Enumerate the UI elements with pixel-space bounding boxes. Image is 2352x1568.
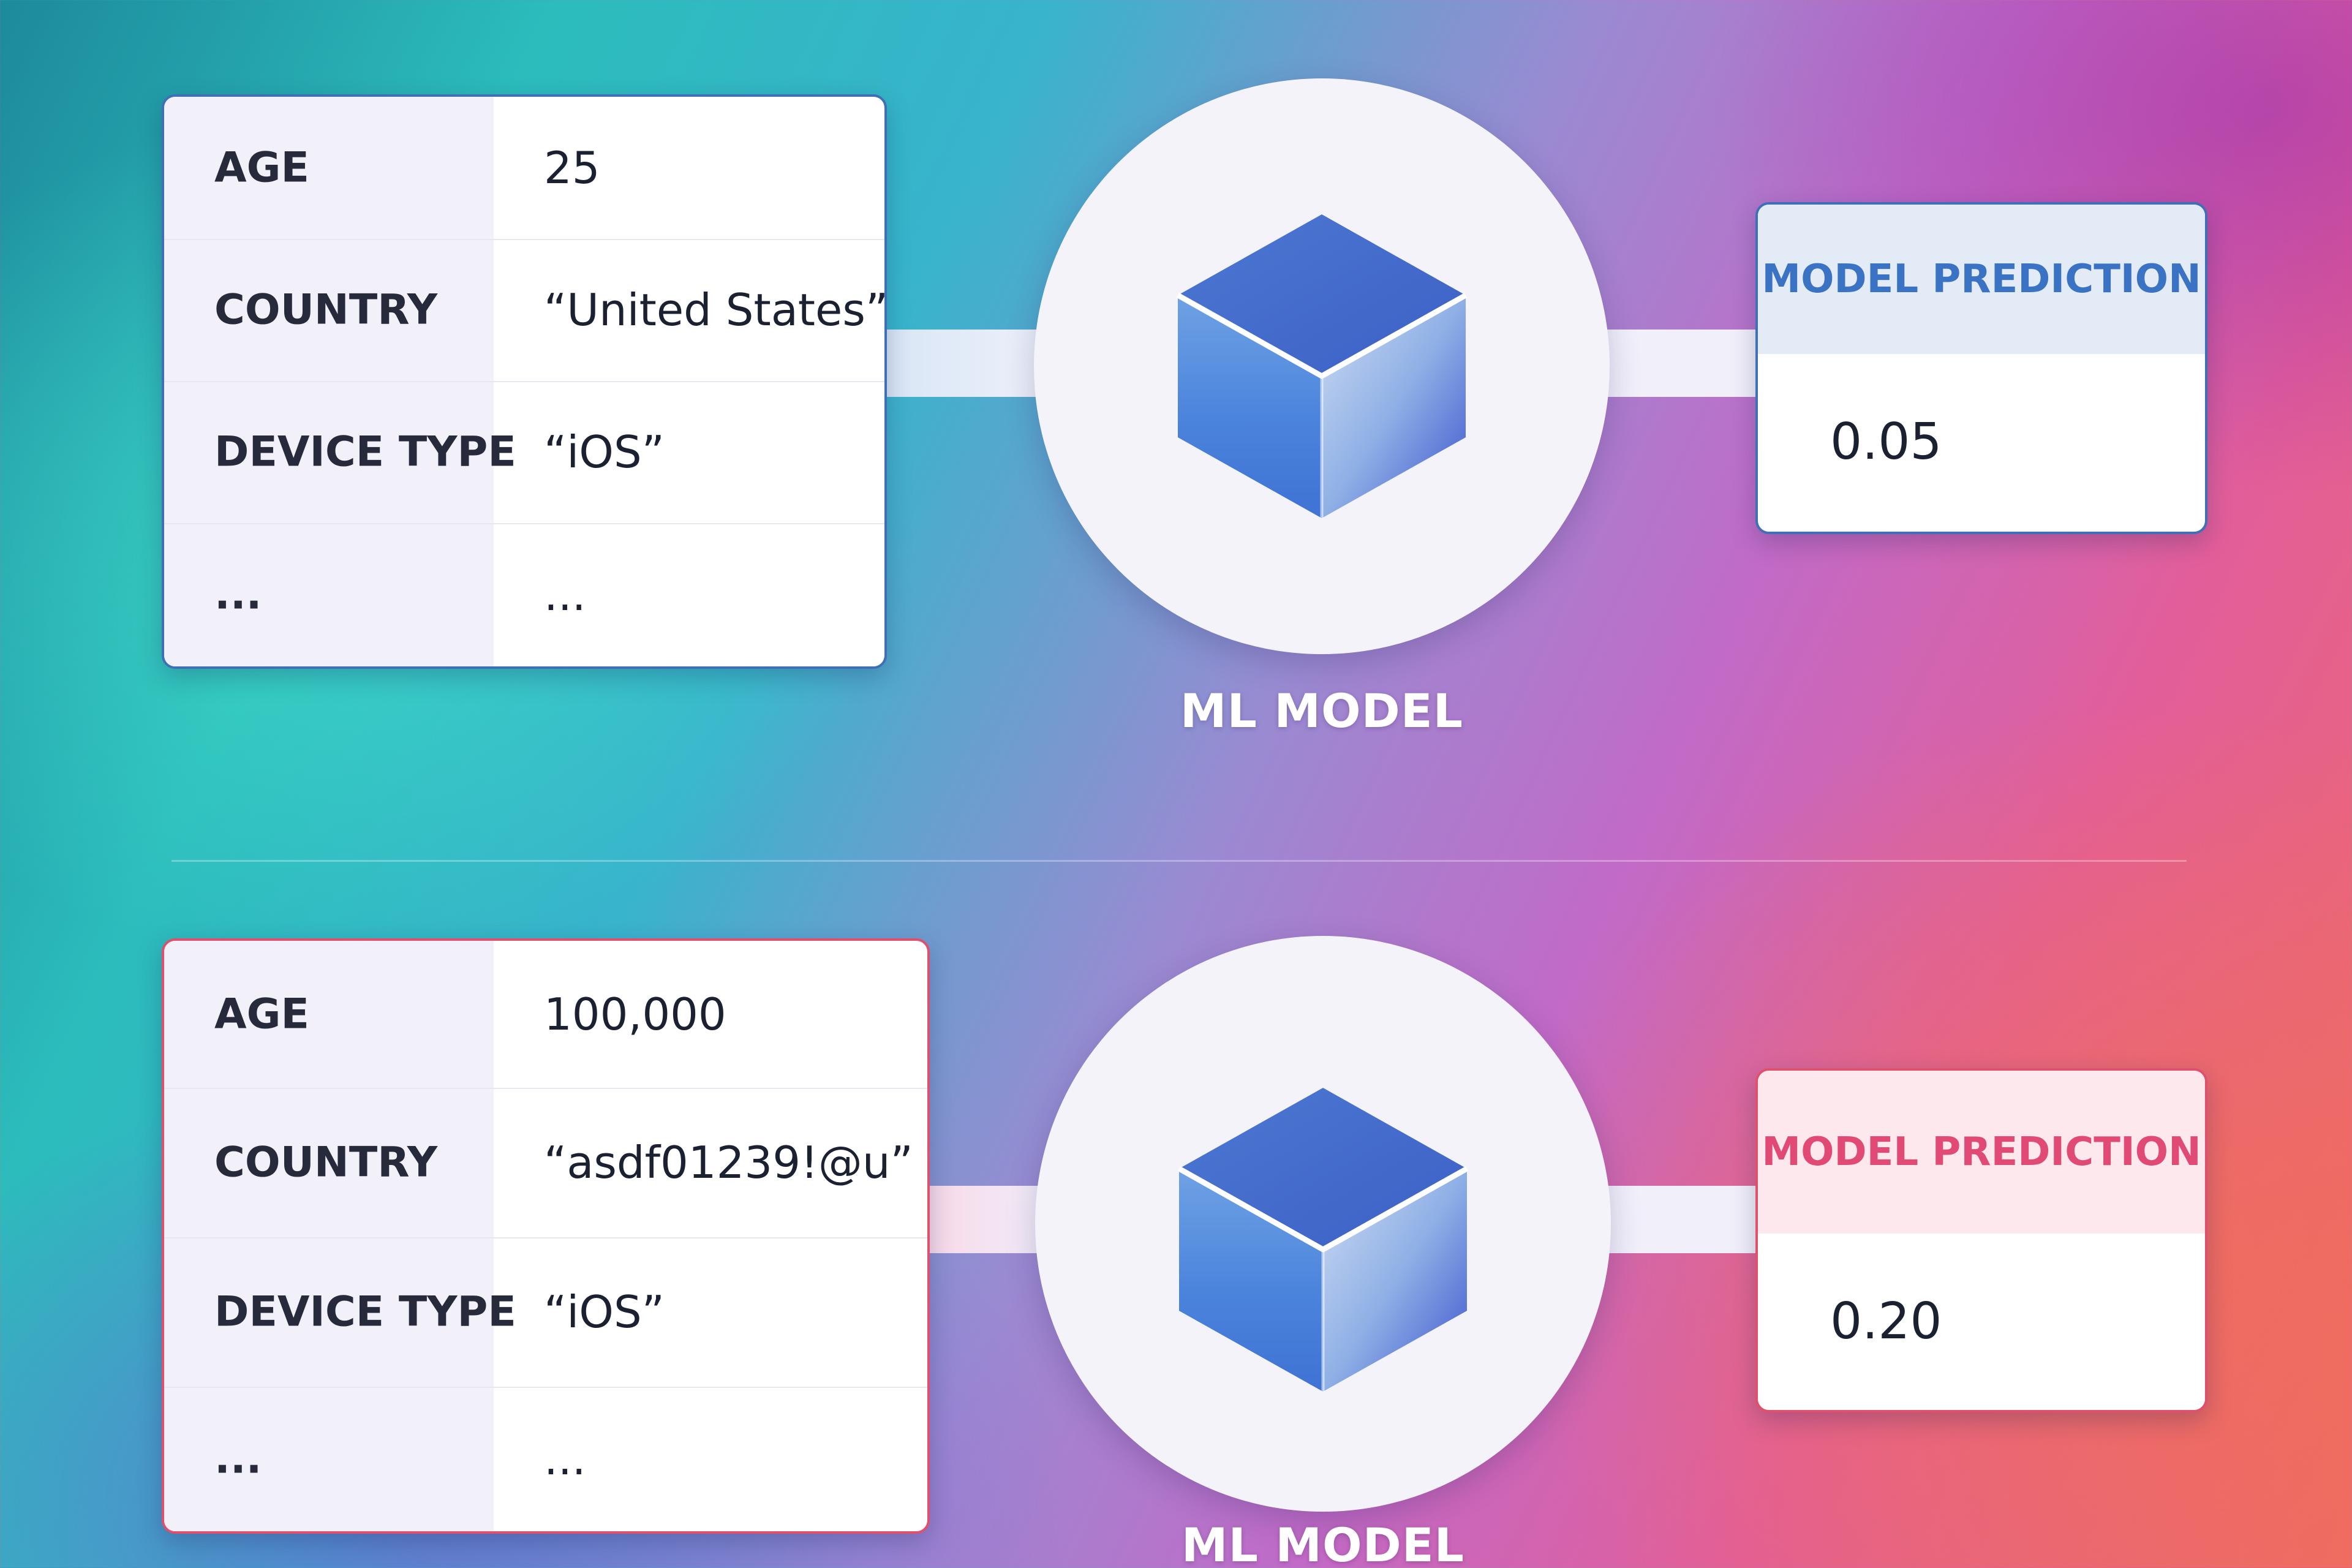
prediction-value: 0.20 [1830,1292,1942,1351]
input-connector [924,1186,1054,1253]
feature-row-ellipsis: ... ... [164,523,884,666]
feature-value: “United States” [544,284,887,336]
feature-row-age: AGE 25 [164,97,884,240]
feature-value: 100,000 [544,989,726,1040]
feature-key: AGE [214,990,309,1039]
prediction-card-anomalous: MODEL PREDICTION 0.20 [1755,1068,2207,1412]
prediction-title: MODEL PREDICTION [1758,205,2205,354]
cube-icon [1176,214,1468,518]
prediction-card-normal: MODEL PREDICTION 0.05 [1755,202,2207,534]
feature-row-age: AGE 100,000 [164,941,927,1089]
feature-value: ... [544,569,586,620]
feature-value: “iOS” [544,426,665,478]
output-connector [1604,330,1759,397]
cube-icon [1177,1088,1469,1392]
feature-value: ... [544,1433,586,1485]
prediction-title: MODEL PREDICTION [1758,1071,2205,1234]
output-connector [1604,1186,1759,1253]
feature-value: 25 [544,142,600,194]
feature-value: “asdf01239!@u” [544,1137,913,1188]
feature-row-country: COUNTRY “asdf01239!@u” [164,1088,927,1238]
feature-row-device-type: DEVICE TYPE “iOS” [164,381,884,524]
ml-model-node [1034,78,1610,654]
feature-key: ... [214,570,262,619]
feature-value: “iOS” [544,1286,665,1338]
input-connector [881,330,1052,397]
feature-key: DEVICE TYPE [214,428,516,477]
feature-key: DEVICE TYPE [214,1287,516,1336]
feature-key: ... [214,1434,262,1483]
feature-row-ellipsis: ... ... [164,1387,927,1531]
feature-row-device-type: DEVICE TYPE “iOS” [164,1237,927,1388]
section-divider [172,860,2187,862]
feature-key: AGE [214,143,309,192]
ml-model-label: ML MODEL [1181,1518,1465,1568]
feature-table-normal: AGE 25 COUNTRY “United States” DEVICE TY… [162,94,887,669]
feature-table-anomalous: AGE 100,000 COUNTRY “asdf01239!@u” DEVIC… [162,938,930,1534]
feature-row-country: COUNTRY “United States” [164,239,884,382]
prediction-value: 0.05 [1830,413,1942,471]
feature-key: COUNTRY [214,1138,438,1187]
feature-key: COUNTRY [214,285,438,334]
ml-model-label: ML MODEL [1180,684,1464,738]
ml-model-node [1035,936,1611,1512]
